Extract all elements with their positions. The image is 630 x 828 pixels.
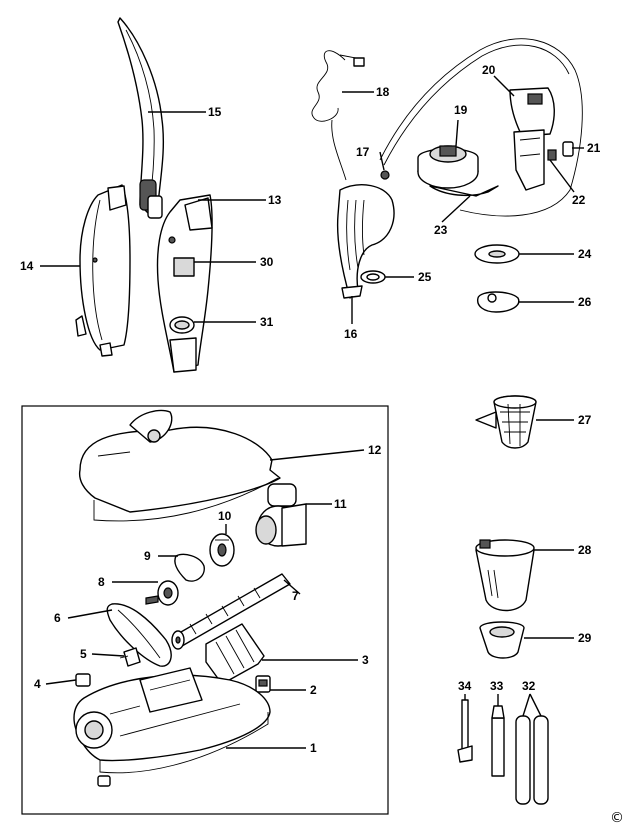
callout-16: 16 (344, 327, 358, 341)
callout-28: 28 (578, 543, 592, 557)
part-10-pulley (209, 533, 235, 567)
callout-23: 23 (434, 223, 448, 237)
part-13-front-body-half (156, 194, 213, 373)
callout-18: 18 (376, 85, 390, 99)
part-2-button (255, 675, 271, 693)
callout-4: 4 (34, 677, 41, 691)
part-18-power-cord (311, 50, 365, 181)
callout-27: 27 (578, 413, 592, 427)
part-1-base-housing (73, 667, 271, 787)
part-26-seal-plate (477, 291, 520, 313)
callout-9: 9 (144, 549, 151, 563)
part-28-dust-bowl (475, 539, 535, 612)
callout-12: 12 (368, 443, 382, 457)
callout-32: 32 (522, 679, 536, 693)
part-6-drive-belt (106, 603, 172, 667)
callout-3: 3 (362, 653, 369, 667)
callout-labels: 15 13 14 30 31 18 17 19 20 21 22 23 24 2… (20, 63, 624, 826)
part-34-crevice-tip (457, 699, 473, 763)
part-8-gear (145, 580, 179, 606)
part-27-filter (475, 395, 537, 449)
callout-14: 14 (20, 259, 34, 273)
callout-20: 20 (482, 63, 496, 77)
part-25-seal (360, 270, 386, 284)
callout-33: 33 (490, 679, 504, 693)
part-9-belt (174, 553, 205, 582)
callout-5: 5 (80, 647, 87, 661)
floor-head-assembly-box (21, 405, 389, 815)
callout-11: 11 (334, 497, 347, 511)
callout-2: 2 (310, 683, 317, 697)
callout-8: 8 (98, 575, 105, 589)
callout-6: 6 (54, 611, 61, 625)
callout-30: 30 (260, 255, 274, 269)
part-33-crevice-tool (491, 705, 505, 777)
callout-15: 15 (208, 105, 222, 119)
leader-lines (40, 75, 584, 749)
part-11-motor-fan (255, 483, 307, 547)
callout-10: 10 (218, 509, 232, 523)
callout-29: 29 (578, 631, 592, 645)
callout-13: 13 (268, 193, 282, 207)
part-16-handle-grip (336, 184, 395, 299)
part-main-housing-outline (379, 38, 583, 217)
part-12-top-cover (78, 409, 281, 522)
callout-25: 25 (418, 270, 432, 284)
part-3-baseplate-insert (205, 623, 265, 685)
part-29-bowl-base (479, 621, 525, 659)
part-24-filter-disc (474, 244, 520, 264)
callout-22: 22 (572, 193, 586, 207)
callout-34: 34 (458, 679, 472, 693)
callout-7: 7 (292, 589, 299, 603)
part-14-rear-body-half (75, 184, 131, 357)
callout-31: 31 (260, 315, 274, 329)
callout-21: 21 (587, 141, 601, 155)
part-22-clip (547, 149, 557, 161)
part-4-clip (75, 673, 91, 687)
part-19-motor (417, 145, 479, 189)
part-15-handle (117, 17, 165, 219)
part-20-housing-top (509, 87, 555, 191)
part-21-switch (562, 141, 574, 157)
part-32-extension-tubes (515, 715, 549, 805)
copyright-mark: © (610, 810, 624, 826)
callout-26: 26 (578, 295, 592, 309)
callout-17: 17 (356, 145, 370, 159)
callout-1: 1 (310, 741, 317, 755)
part-23-motor-base (429, 185, 499, 197)
part-5-latch (119, 647, 141, 667)
callout-24: 24 (578, 247, 592, 261)
callout-19: 19 (454, 103, 468, 117)
part-17-screw (380, 170, 390, 180)
part-7-brushroll (171, 573, 291, 650)
